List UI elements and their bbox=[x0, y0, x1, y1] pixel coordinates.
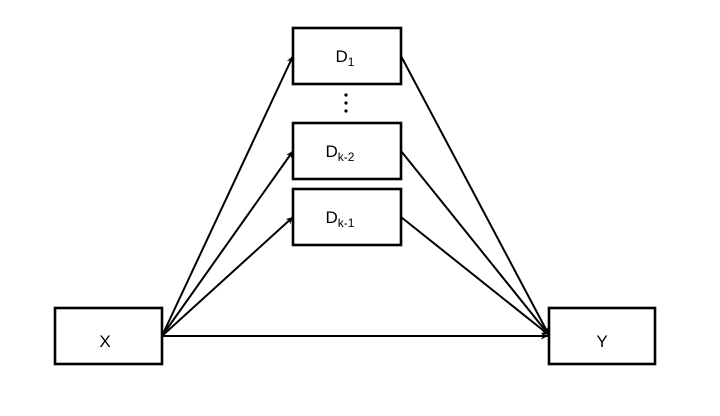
node-d1-label: D1 bbox=[336, 47, 355, 69]
edge-x-to-d1 bbox=[161, 55, 294, 337]
edge-d1-to-y bbox=[400, 55, 550, 336]
edge-x-to-dk1 bbox=[161, 216, 294, 337]
node-d1-box bbox=[291, 26, 403, 86]
edge-dk1-to-y bbox=[400, 216, 550, 336]
node-dk-1: Dk-1 bbox=[291, 187, 403, 247]
node-dk-2: Dk-2 bbox=[291, 121, 403, 181]
node-dk-1-box bbox=[291, 187, 403, 247]
node-y-box bbox=[547, 306, 657, 366]
edge-dk2-to-y bbox=[400, 150, 550, 336]
node-dk-2-label: Dk-2 bbox=[326, 142, 355, 164]
edge-x-to-dk2 bbox=[161, 150, 294, 337]
node-d1: D1 bbox=[291, 26, 403, 86]
edges bbox=[161, 55, 550, 340]
node-dk-1-label: Dk-1 bbox=[326, 208, 355, 230]
node-x-label: X bbox=[99, 332, 110, 351]
node-x-box bbox=[53, 306, 164, 366]
node-y: Y bbox=[547, 306, 657, 366]
node-y-label: Y bbox=[596, 332, 607, 351]
node-dk-2-box bbox=[291, 121, 403, 181]
vertical-ellipsis bbox=[344, 93, 348, 113]
node-x: X bbox=[53, 306, 164, 366]
